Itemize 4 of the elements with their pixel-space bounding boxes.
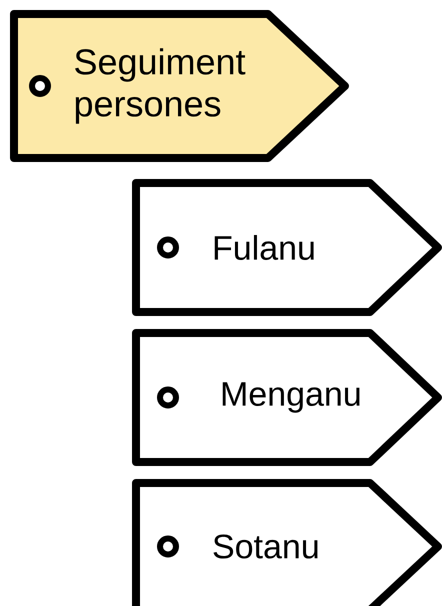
tag: Fulanu: [132, 179, 442, 316]
tag: Seguiment persones: [10, 10, 349, 162]
tag: Sotanu: [132, 479, 442, 606]
tag: Menganu: [132, 329, 442, 466]
